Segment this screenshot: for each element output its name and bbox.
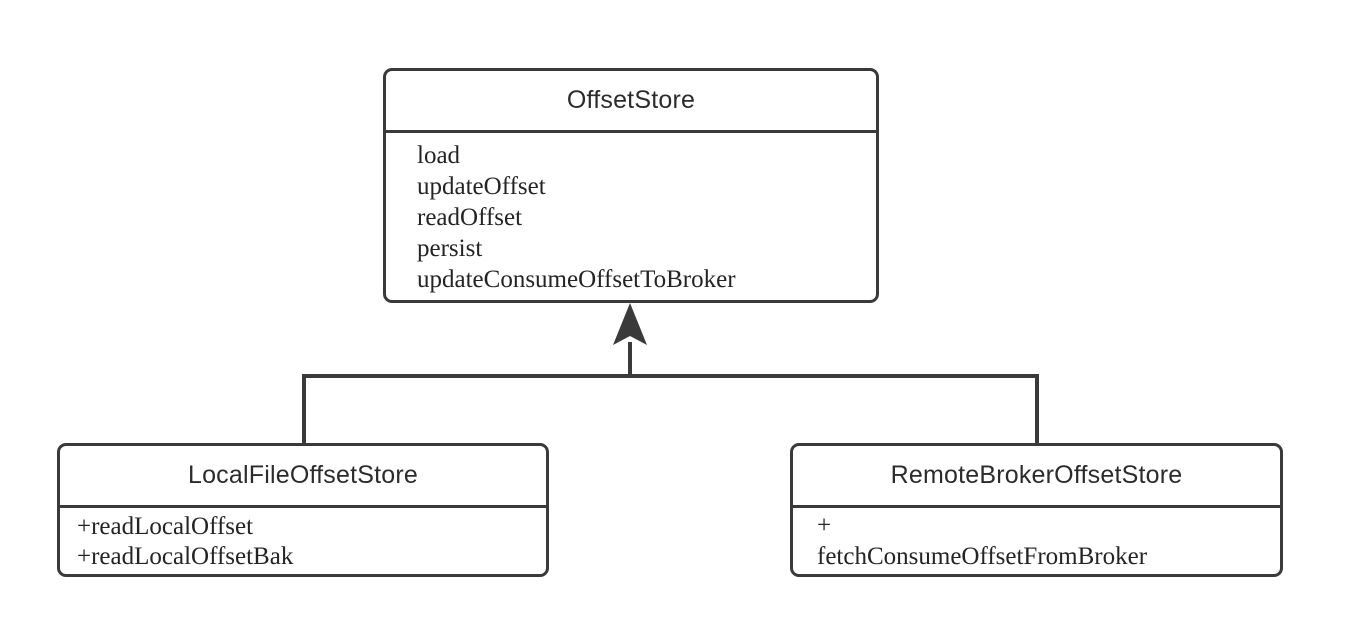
- class-methods-remotebrokeroffsetstore: + fetchConsumeOffsetFromBroker: [793, 508, 1280, 574]
- connector-vertical-stem: [628, 342, 632, 378]
- connector-horizontal-bar: [302, 374, 1039, 378]
- method-item: readOffset: [417, 204, 523, 231]
- generalization-arrowhead-icon: [613, 303, 647, 345]
- class-box-localfileoffsetstore[interactable]: LocalFileOffsetStore +readLocalOffset +r…: [57, 443, 549, 577]
- class-box-offsetstore[interactable]: OffsetStore load updateOffset readOffset…: [383, 68, 879, 303]
- method-item: +readLocalOffset: [77, 513, 254, 540]
- method-item: load: [417, 142, 461, 169]
- class-name-localfileoffsetstore: LocalFileOffsetStore: [60, 446, 546, 508]
- class-methods-offsetstore: load updateOffset readOffset persist upd…: [386, 133, 876, 300]
- method-item: +: [817, 512, 832, 539]
- connector-drop-left: [302, 374, 306, 445]
- method-item: +readLocalOffsetBak: [77, 543, 294, 570]
- method-item: persist: [417, 235, 483, 262]
- method-item: updateConsumeOffsetToBroker: [417, 266, 736, 293]
- class-name-offsetstore: OffsetStore: [386, 71, 876, 133]
- class-methods-localfileoffsetstore: +readLocalOffset +readLocalOffsetBak: [60, 508, 546, 574]
- class-box-remotebrokeroffsetstore[interactable]: RemoteBrokerOffsetStore + fetchConsumeOf…: [790, 443, 1283, 577]
- method-item: updateOffset: [417, 173, 546, 200]
- class-name-remotebrokeroffsetstore: RemoteBrokerOffsetStore: [793, 446, 1280, 508]
- method-item: fetchConsumeOffsetFromBroker: [817, 543, 1148, 570]
- connector-drop-right: [1035, 374, 1039, 445]
